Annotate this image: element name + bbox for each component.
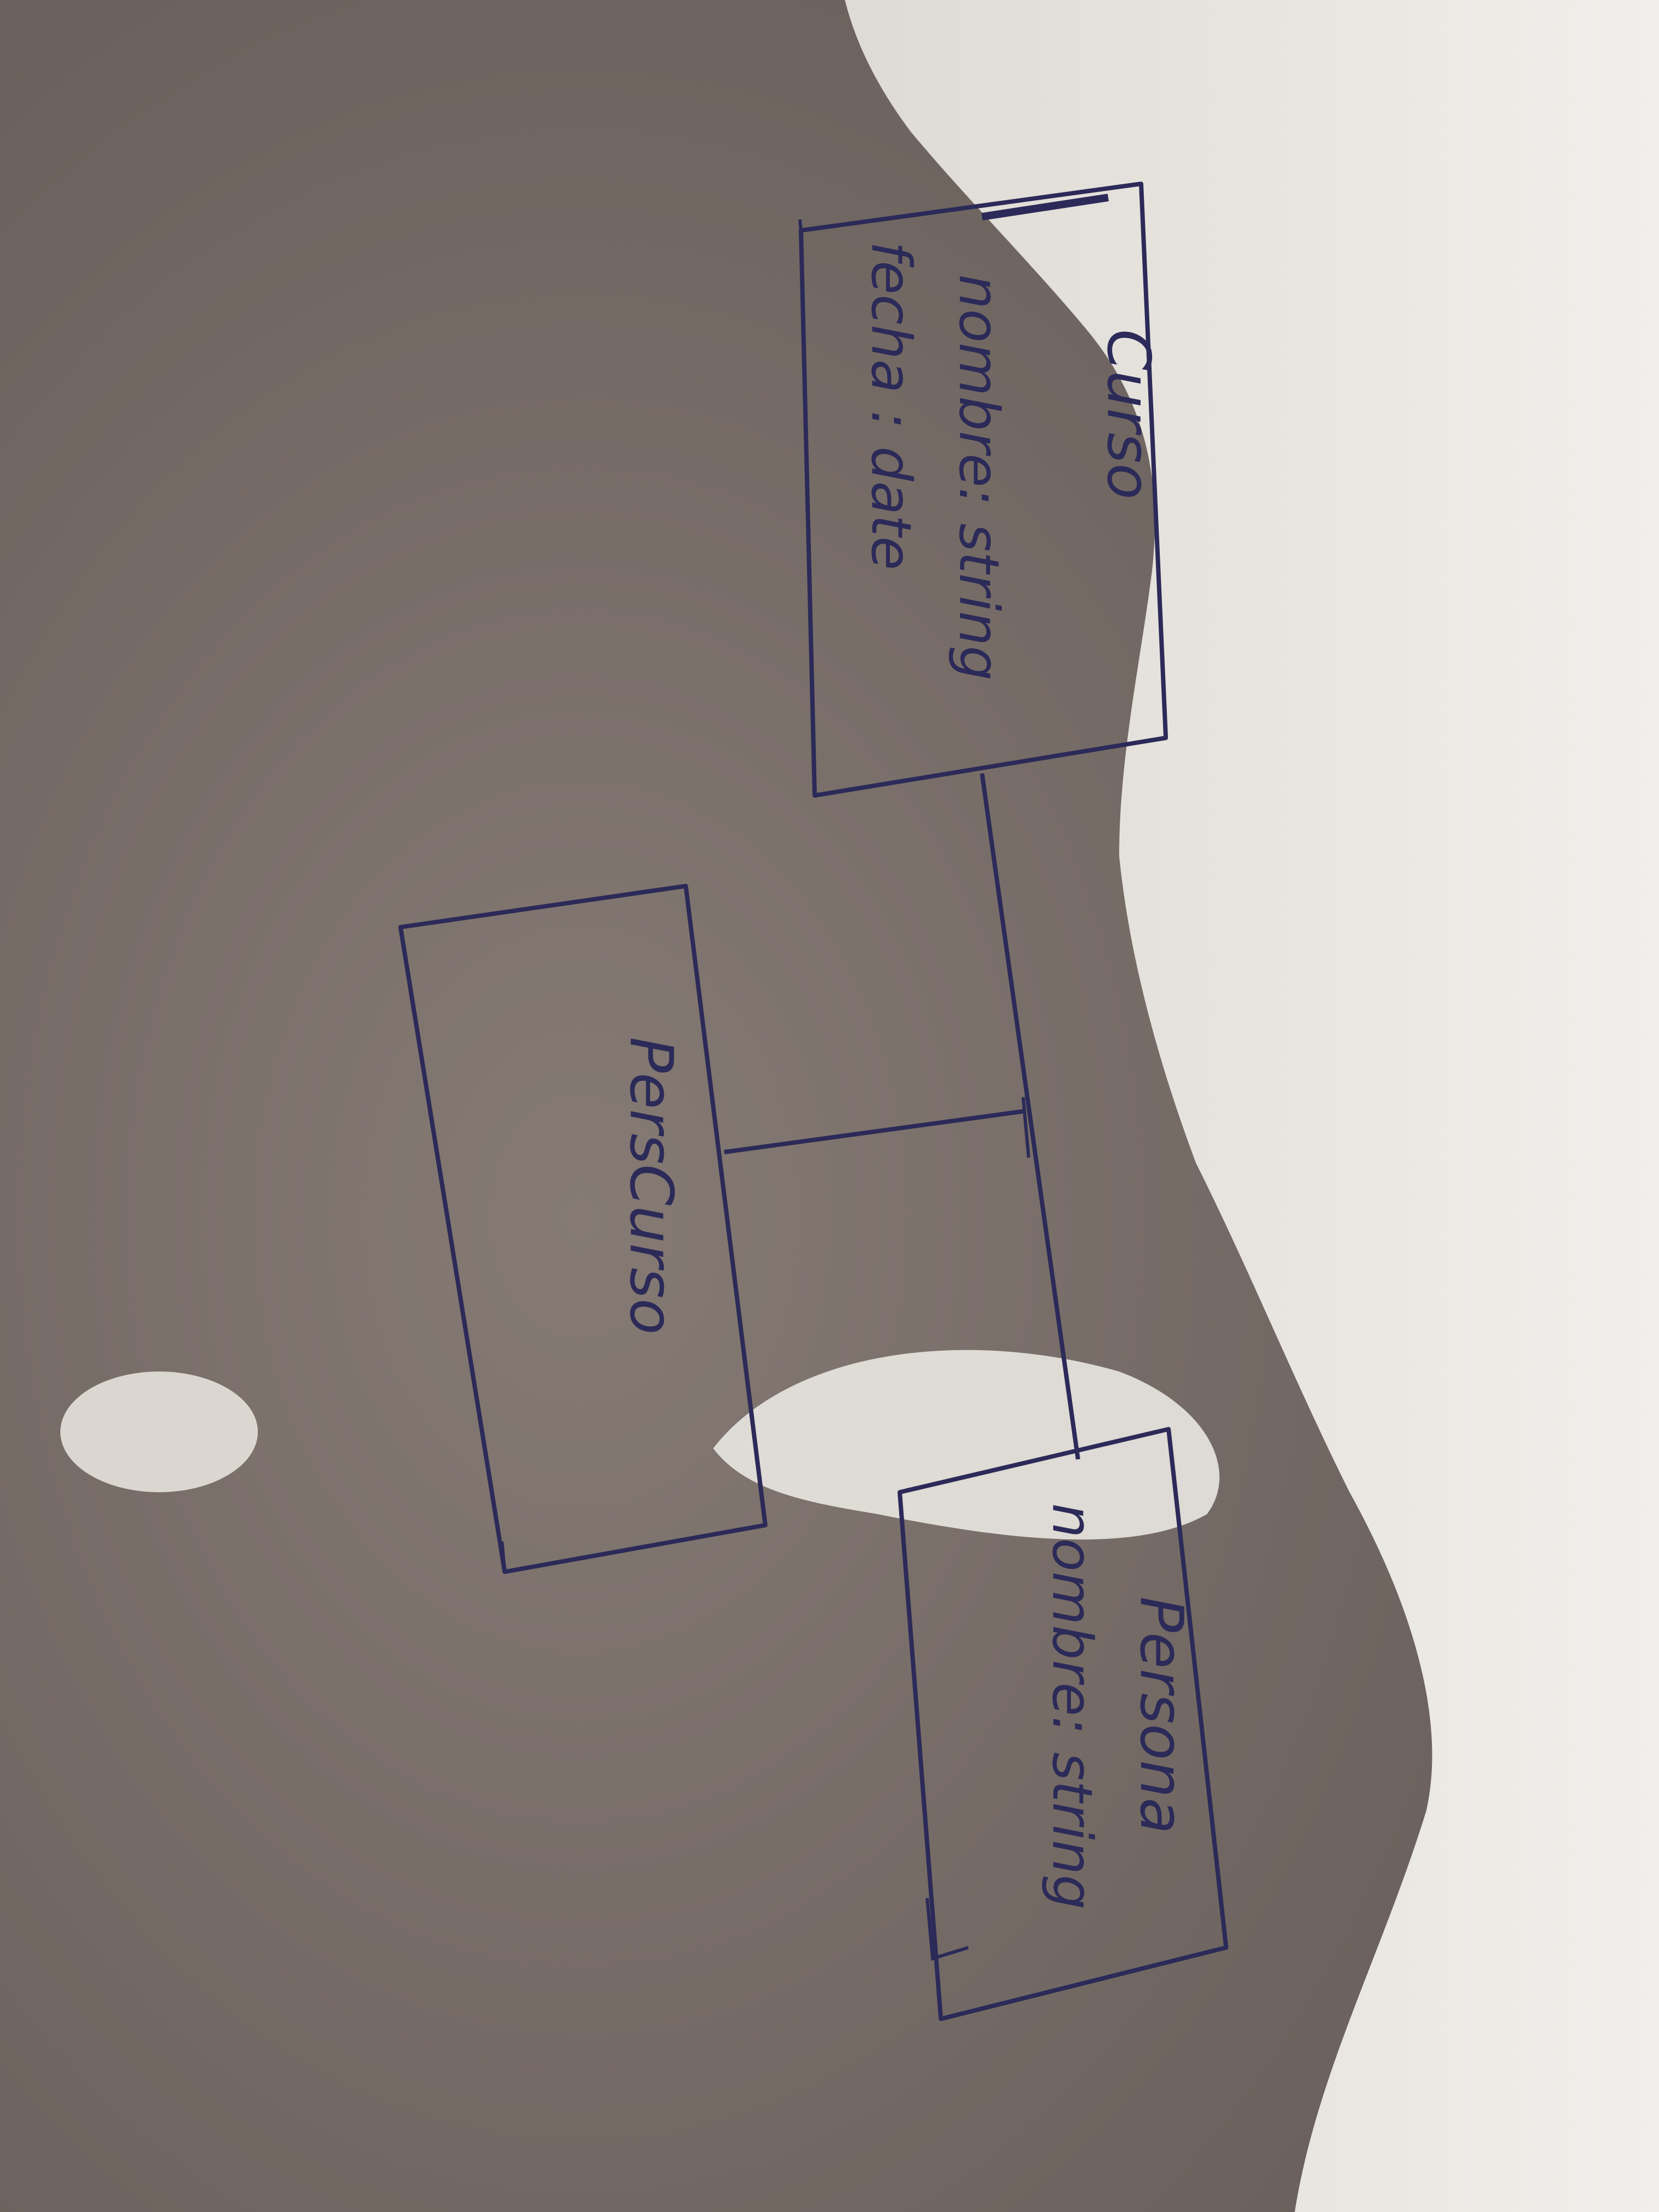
association-class-connector (724, 1109, 1026, 1154)
class-attribute-curso-fecha: fecha : date (859, 241, 923, 570)
association-line-curso-persona (980, 773, 1080, 1460)
connector-tick (1022, 1097, 1030, 1158)
class-box-perscurso: PersCurso (398, 884, 768, 1574)
class-attribute-persona-nombre: nombre: string (1040, 1503, 1104, 1910)
class-name-perscurso: PersCurso (617, 1037, 685, 1335)
light-spot (60, 1372, 258, 1492)
class-attribute-curso-nombre: nombre: string (947, 274, 1011, 681)
class-name-curso: Curso (1094, 329, 1163, 500)
light-patch (713, 1350, 1220, 1540)
paper-lit-region (845, 0, 1659, 2212)
class-box-curso: Curso nombre: string fecha : date (798, 182, 1168, 798)
class-name-persona: Persona (1127, 1596, 1195, 1834)
